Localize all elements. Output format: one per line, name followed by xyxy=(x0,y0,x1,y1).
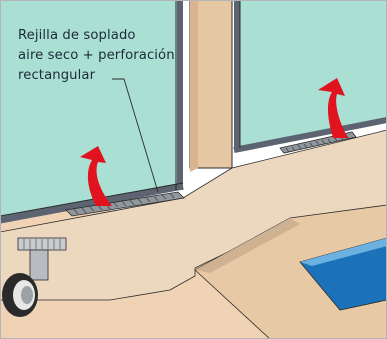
grille-callout-label: Rejilla de soplado aire seco + perforaci… xyxy=(18,26,175,86)
duct-outlet-icon xyxy=(2,237,67,317)
airflow-arrow-icon xyxy=(318,78,348,138)
right-window-frame xyxy=(233,117,387,153)
callout-line-1: Rejilla de soplado xyxy=(18,28,136,43)
callout-leader-line xyxy=(112,78,159,193)
pool-coping xyxy=(195,218,300,273)
left-window-frame xyxy=(0,182,184,224)
left-window-glass xyxy=(0,0,183,220)
airflow-arrow-icon xyxy=(80,146,112,206)
column-side xyxy=(190,0,198,172)
callout-line-3: rectangular xyxy=(18,68,96,83)
right-window-glass xyxy=(234,0,387,150)
callout-line-2: aire seco + perforación xyxy=(18,48,175,63)
